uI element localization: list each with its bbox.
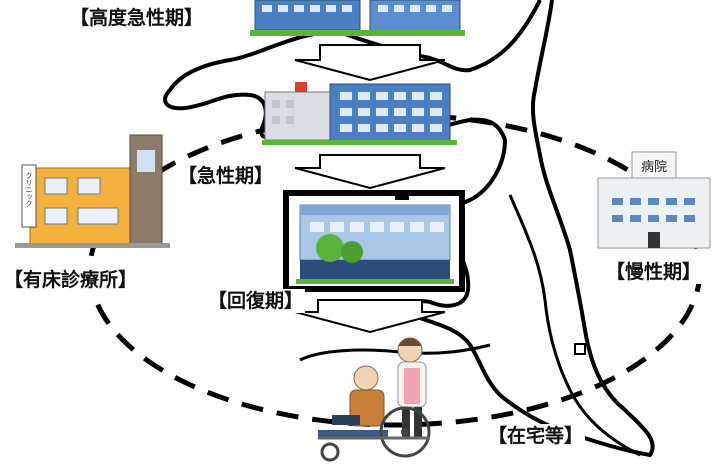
acute-label: 【急性期】 (176, 164, 276, 188)
arrow-recovery-to-home (294, 299, 446, 334)
hospital-building-icon: 病院 (597, 151, 711, 249)
clinic-beds-label: 【有床診療所】 (2, 268, 140, 292)
wheelchair-caregiver-icon (318, 337, 431, 462)
clinic-building-icon: クリニック (15, 134, 170, 248)
high-acute-label: 【高度急性期】 (68, 6, 206, 30)
region-river-line (508, 194, 641, 457)
recovery-label: 【回復期】 (206, 289, 306, 313)
chronic-label: 【慢性期】 (604, 260, 704, 284)
arrow-acute-to-recovery (294, 154, 446, 190)
map-pin-mark (574, 343, 586, 355)
map-pin-mark (395, 194, 409, 200)
clinic-sign-text: クリニック (25, 172, 33, 207)
home-label: 【在宅等】 (486, 424, 586, 448)
hospital-building-icon (250, 0, 465, 36)
region-coast-line (299, 343, 491, 362)
hospital-sign-text: 病院 (641, 160, 667, 175)
hospital-building-icon (262, 82, 457, 145)
arrow-high-to-acute (294, 44, 446, 82)
hospital-building-icon (283, 190, 465, 292)
